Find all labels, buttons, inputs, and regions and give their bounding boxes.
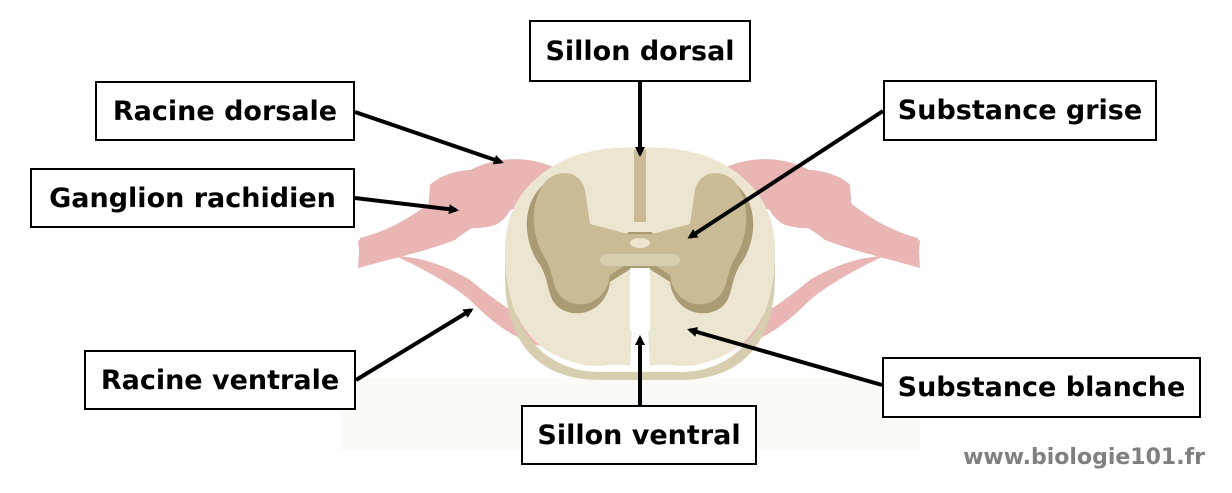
ventral-fissure (630, 268, 650, 335)
arrow-ganglion (354, 196, 459, 215)
right-ventral-root (720, 240, 920, 350)
central-canal-bridge (600, 254, 680, 266)
label-substance-blanche: Substance blanche (882, 357, 1201, 418)
label-ganglion-rachidien: Ganglion rachidien (30, 168, 355, 228)
label-sillon-dorsal: Sillon dorsal (529, 20, 751, 82)
central-canal (630, 238, 650, 248)
label-racine-ventrale: Racine ventrale (84, 350, 356, 410)
left-ganglion (428, 169, 514, 229)
left-ventral-root (358, 240, 560, 350)
arrow-substance-blanche (687, 327, 883, 387)
gray-matter (526, 172, 754, 314)
label-sillon-ventral: Sillon ventral (521, 405, 757, 465)
watermark: www.biologie101.fr (963, 445, 1205, 470)
label-substance-grise: Substance grise (883, 80, 1157, 141)
right-ganglion (766, 169, 852, 229)
arrows (354, 82, 885, 405)
dorsal-sulcus-groove (634, 150, 646, 222)
arrow-racine-ventrale (354, 308, 474, 382)
arrow-substance-grise (687, 109, 885, 239)
label-racine-dorsale: Racine dorsale (95, 81, 355, 141)
arrow-racine-dorsale (354, 110, 504, 165)
